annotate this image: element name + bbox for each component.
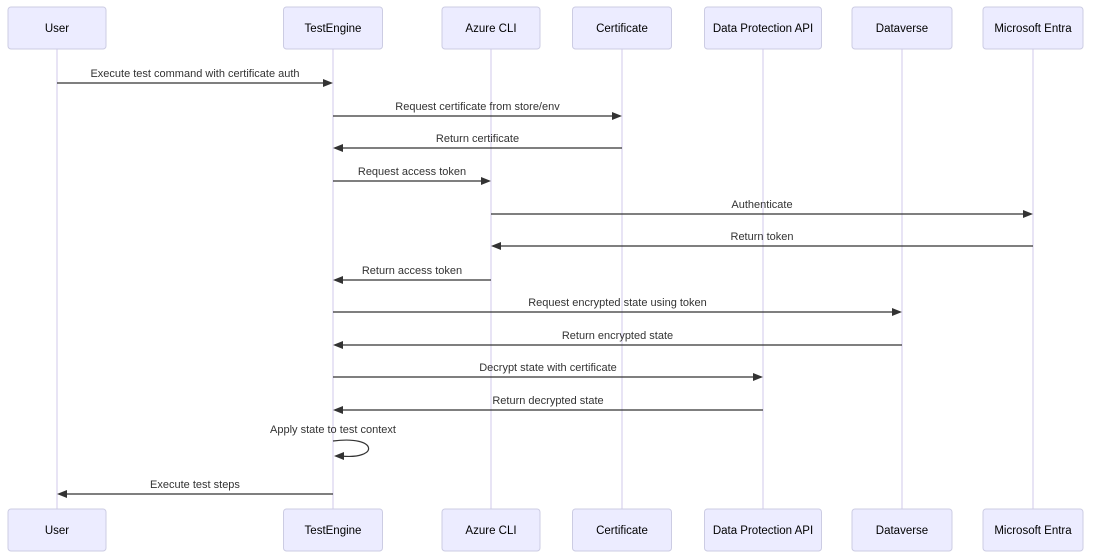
actor-box-top-data-protection-api xyxy=(704,6,822,50)
message-7-return-access-token-arrowhead xyxy=(333,276,343,284)
message-5-authenticate-label: Authenticate xyxy=(731,199,792,211)
actor-label-top-microsoft-entra: Microsoft Entra xyxy=(994,23,1072,35)
message-13-execute-test-steps-arrowhead xyxy=(57,490,67,498)
actor-box-top-certificate xyxy=(572,6,672,50)
actor-box-top-testengine xyxy=(283,6,383,50)
message-1-execute-test-command-with-certificate-auth-label: Execute test command with certificate au… xyxy=(90,68,299,80)
actor-box-bottom-microsoft-entra xyxy=(982,508,1084,552)
message-2-request-certificate-from-store-env-label: Request certificate from store/env xyxy=(395,101,560,113)
message-13-execute-test-steps-label: Execute test steps xyxy=(150,479,240,491)
actor-label-top-azure-cli: Azure CLI xyxy=(465,23,516,35)
actor-label-bottom-testengine: TestEngine xyxy=(305,525,362,537)
actor-label-bottom-azure-cli: Azure CLI xyxy=(465,525,516,537)
message-10-decrypt-state-with-certificate-label: Decrypt state with certificate xyxy=(479,362,617,374)
message-12-apply-state-to-test-context-label: Apply state to test context xyxy=(270,424,396,436)
actor-label-top-testengine: TestEngine xyxy=(305,23,362,35)
message-4-request-access-token-label: Request access token xyxy=(358,166,466,178)
actor-label-top-user: User xyxy=(45,23,69,35)
actor-label-bottom-dataverse: Dataverse xyxy=(876,525,928,537)
message-8-request-encrypted-state-using-token-label: Request encrypted state using token xyxy=(528,297,707,309)
message-9-return-encrypted-state-arrowhead xyxy=(333,341,343,349)
message-8-request-encrypted-state-using-token-arrowhead xyxy=(892,308,902,316)
message-7-return-access-token-label: Return access token xyxy=(362,265,462,277)
actor-label-top-data-protection-api: Data Protection API xyxy=(713,23,813,35)
message-12-apply-state-to-test-context-selfloop xyxy=(332,439,370,458)
actor-label-bottom-user: User xyxy=(45,525,69,537)
message-10-decrypt-state-with-certificate-arrowhead xyxy=(753,373,763,381)
actor-label-top-dataverse: Dataverse xyxy=(876,23,928,35)
message-2-request-certificate-from-store-env-arrowhead xyxy=(612,112,622,120)
actor-box-top-user xyxy=(7,6,107,50)
actor-label-bottom-data-protection-api: Data Protection API xyxy=(713,525,813,537)
message-1-execute-test-command-with-certificate-auth-arrowhead xyxy=(323,79,333,87)
message-9-return-encrypted-state-label: Return encrypted state xyxy=(562,330,673,342)
actor-label-bottom-certificate: Certificate xyxy=(596,525,648,537)
message-11-return-decrypted-state-label: Return decrypted state xyxy=(492,395,603,407)
actor-box-top-microsoft-entra xyxy=(982,6,1084,50)
message-3-return-certificate-label: Return certificate xyxy=(436,133,519,145)
actor-box-bottom-testengine xyxy=(283,508,383,552)
message-11-return-decrypted-state-arrowhead xyxy=(333,406,343,414)
actor-box-bottom-certificate xyxy=(572,508,672,552)
actor-label-top-certificate: Certificate xyxy=(596,23,648,35)
message-12-apply-state-to-test-context-arrowhead xyxy=(334,452,344,460)
actor-box-bottom-dataverse xyxy=(851,508,953,552)
message-6-return-token-arrowhead xyxy=(491,242,501,250)
actor-box-top-azure-cli xyxy=(441,6,541,50)
actor-label-bottom-microsoft-entra: Microsoft Entra xyxy=(994,525,1072,537)
message-3-return-certificate-arrowhead xyxy=(333,144,343,152)
actor-box-bottom-azure-cli xyxy=(441,508,541,552)
actor-box-bottom-data-protection-api xyxy=(704,508,822,552)
message-5-authenticate-arrowhead xyxy=(1023,210,1033,218)
message-6-return-token-label: Return token xyxy=(731,231,794,243)
message-4-request-access-token-arrowhead xyxy=(481,177,491,185)
actor-box-bottom-user xyxy=(7,508,107,552)
actor-box-top-dataverse xyxy=(851,6,953,50)
